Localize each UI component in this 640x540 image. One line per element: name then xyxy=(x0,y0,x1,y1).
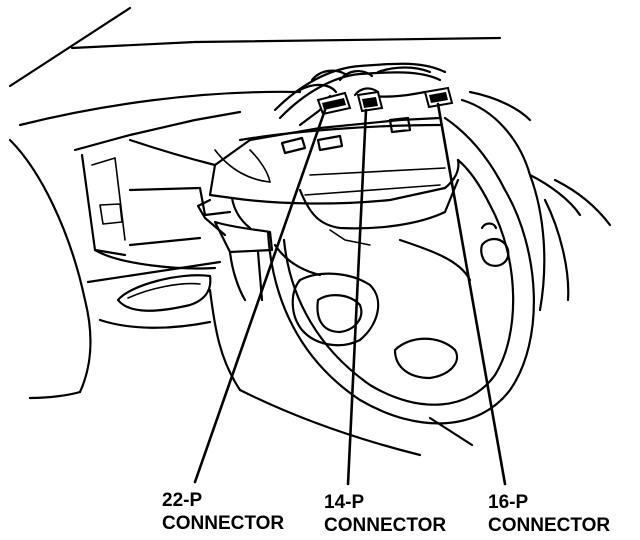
label-22p-line1: 22-P xyxy=(162,490,203,511)
connector-14p-icon xyxy=(356,90,384,113)
leader-lines xyxy=(193,102,507,486)
connector-22p-icon xyxy=(316,91,352,116)
leader-14p xyxy=(346,108,368,486)
label-14p-line1: 14-P xyxy=(324,492,365,513)
dashboard-right xyxy=(468,90,612,302)
windshield xyxy=(8,6,502,88)
label-16p-line2: CONNECTOR xyxy=(488,515,611,536)
steering-wheel xyxy=(266,98,546,425)
steering-column xyxy=(196,198,322,302)
label-14p-connector: 14-P CONNECTOR xyxy=(324,491,446,537)
leader-22p xyxy=(193,108,327,484)
label-16p-line1: 16-P xyxy=(488,492,529,513)
label-22p-line2: CONNECTOR xyxy=(162,513,285,534)
instrument-cluster xyxy=(128,116,460,230)
label-14p-line2: CONNECTOR xyxy=(324,515,447,536)
label-16p-connector: 16-P CONNECTOR xyxy=(488,491,610,537)
dashboard-outline xyxy=(8,90,474,457)
leader-16p xyxy=(436,102,507,486)
connector-16p-icon xyxy=(423,86,454,109)
label-22p-connector: 22-P CONNECTOR xyxy=(162,489,284,535)
